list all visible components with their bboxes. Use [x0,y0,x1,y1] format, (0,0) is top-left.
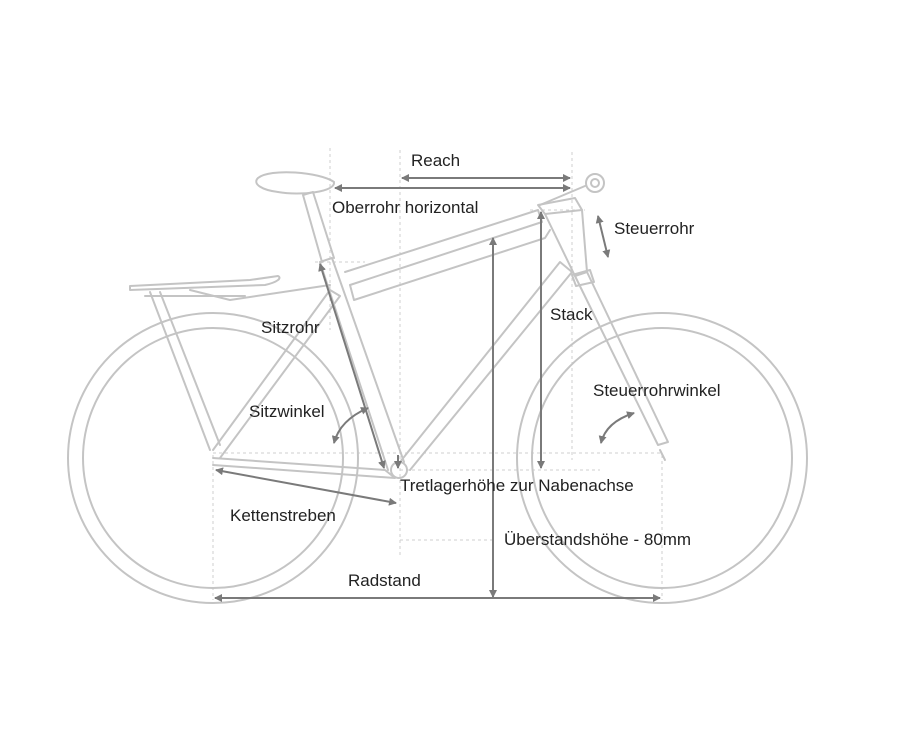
head-tube-arrow [595,215,611,258]
seat-tube-arrow [318,263,386,469]
wheelbase-label: Radstand [348,571,421,590]
standover-label: Überstandshöhe - 80mm [504,530,692,549]
luggage-rack [129,275,331,451]
bb-drop-label: Tretlagerhöhe zur Nabenachse [400,476,634,495]
seat-tube-label: Sitzrohr [261,318,320,337]
measurement-arrows [214,174,661,602]
seat-angle-label: Sitzwinkel [249,402,325,421]
reach-label: Reach [411,151,461,170]
chainstay-arrow [215,467,397,506]
head-angle-label: Steuerrohrwinkel [593,381,721,400]
chainstays-label: Kettenstreben [230,506,336,525]
seat-angle-arrow [331,407,369,444]
head-angle-arrow [598,411,635,444]
stack-label: Stack [550,305,593,324]
top-tube-label: Oberrohr horizontal [332,198,479,217]
front-wheel [516,312,808,604]
head-tube-label: Steuerrohr [614,219,695,238]
